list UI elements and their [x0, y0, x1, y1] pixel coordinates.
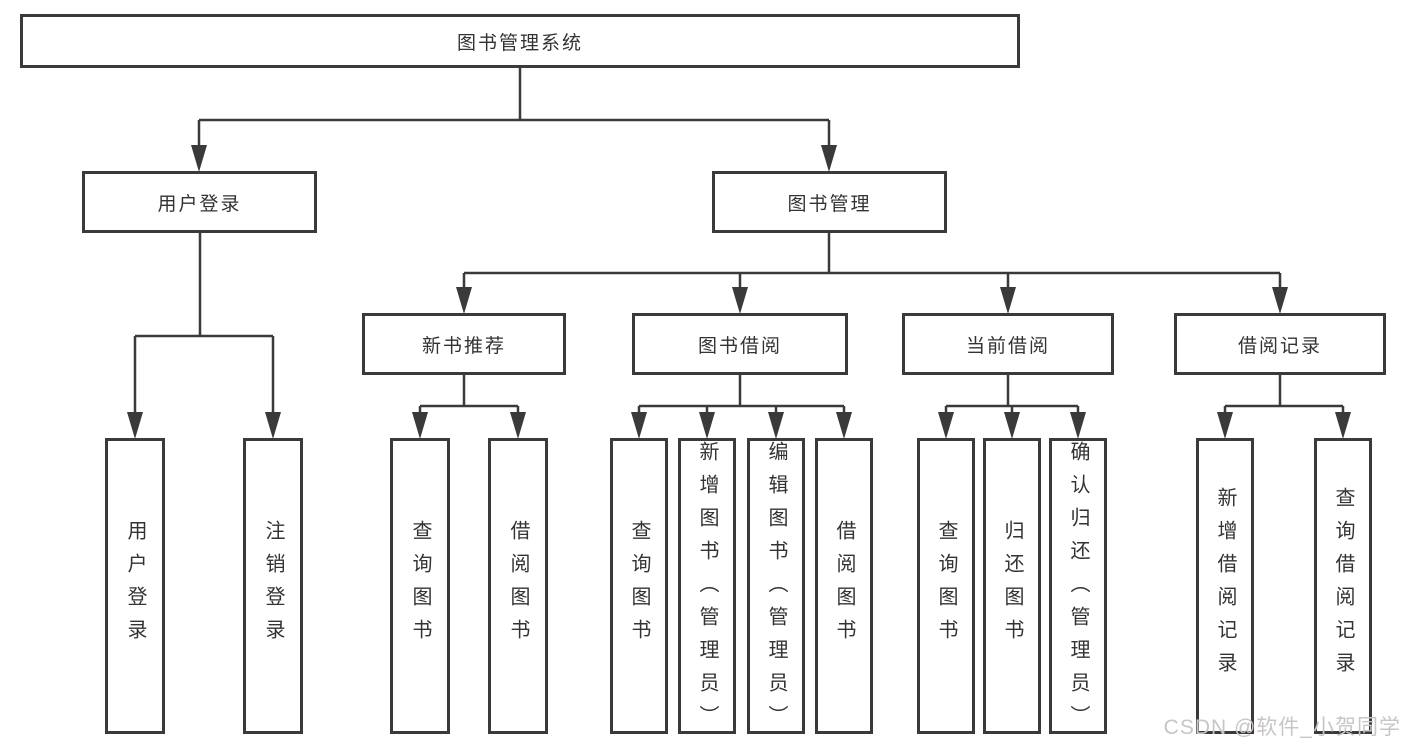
node-label: 注销登录 [262, 520, 284, 652]
node-label: 图书管理系统 [456, 32, 583, 54]
leaf-user-login: 用户登录 [105, 438, 165, 734]
node-label: 用户登录 [124, 520, 146, 652]
node-label: 图书管理 [787, 193, 872, 215]
node-label: 用户登录 [157, 193, 242, 215]
node-label: 新书推荐 [421, 335, 506, 357]
node-label: 查询图书 [409, 520, 431, 652]
leaf-borrow-books-recommend: 借阅图书 [488, 438, 548, 734]
node-label: 图书借阅 [697, 335, 782, 357]
node-label: 查询图书 [628, 520, 650, 652]
node-label: 编辑图书（管理员） [765, 441, 787, 738]
node-label: 借阅记录 [1237, 335, 1322, 357]
node-book-borrowing: 图书借阅 [632, 313, 848, 375]
arrowheads [127, 145, 1351, 439]
node-library-management-system: 图书管理系统 [20, 14, 1020, 68]
node-current-borrowing: 当前借阅 [902, 313, 1114, 375]
node-label: 新增图书（管理员） [696, 441, 718, 738]
leaf-logout: 注销登录 [243, 438, 303, 734]
node-label: 查询图书 [935, 520, 957, 652]
node-user-login: 用户登录 [82, 171, 317, 233]
leaf-return-books: 归还图书 [983, 438, 1041, 734]
node-label: 新增借阅记录 [1214, 487, 1236, 685]
node-book-management: 图书管理 [712, 171, 947, 233]
node-label: 确认归还（管理员） [1067, 441, 1089, 738]
leaf-query-books-recommend: 查询图书 [390, 438, 450, 734]
leaf-borrow-books-borrowing: 借阅图书 [815, 438, 873, 734]
node-borrowing-records: 借阅记录 [1174, 313, 1386, 375]
leaf-edit-book-admin: 编辑图书（管理员） [747, 438, 805, 738]
leaf-query-books-current: 查询图书 [917, 438, 975, 734]
node-label: 当前借阅 [965, 335, 1050, 357]
node-label: 查询借阅记录 [1332, 487, 1354, 685]
connector-path [133, 68, 1345, 430]
node-label: 借阅图书 [507, 520, 529, 652]
csdn-watermark: CSDN @软件_小贺同学 [1163, 716, 1401, 739]
leaf-query-books-borrowing: 查询图书 [610, 438, 668, 734]
leaf-add-borrow-record: 新增借阅记录 [1196, 438, 1254, 734]
node-label: 借阅图书 [833, 520, 855, 652]
node-new-book-recommendation: 新书推荐 [362, 313, 566, 375]
leaf-confirm-return-admin: 确认归还（管理员） [1049, 438, 1107, 738]
node-label: 归还图书 [1001, 520, 1023, 652]
leaf-query-borrow-record: 查询借阅记录 [1314, 438, 1372, 734]
leaf-add-book-admin: 新增图书（管理员） [678, 438, 736, 738]
